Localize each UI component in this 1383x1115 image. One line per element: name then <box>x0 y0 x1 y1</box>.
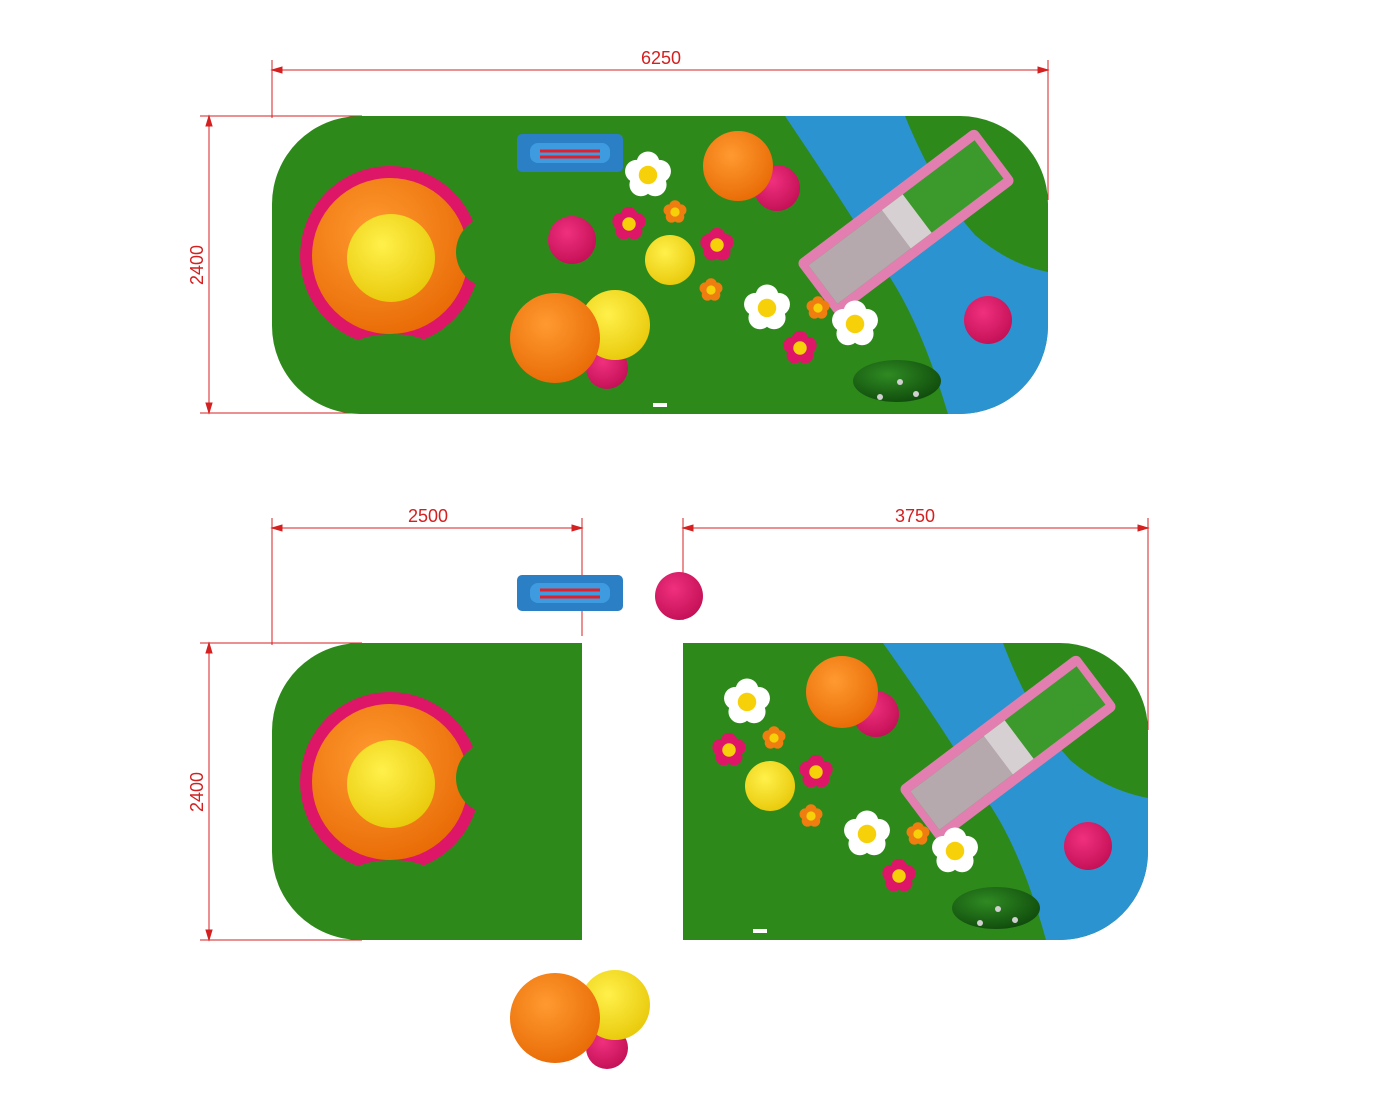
top-width-dimension <box>270 60 1050 200</box>
magenta-flower <box>799 754 833 788</box>
white-flower <box>625 151 671 197</box>
white-flower <box>832 300 878 346</box>
magenta-ball <box>548 216 596 264</box>
right-width-dimension <box>681 518 1150 730</box>
magenta-ball <box>655 572 703 620</box>
top-height-label: 2400 <box>187 245 207 285</box>
white-flower <box>724 678 770 724</box>
yellow-ball <box>645 235 695 285</box>
orange-flower <box>663 200 687 223</box>
orange-flower <box>806 296 830 319</box>
magenta-ball <box>1064 822 1112 870</box>
flowers <box>712 678 978 892</box>
split-height-label: 2400 <box>187 772 207 812</box>
balance-board <box>517 575 623 611</box>
yellow-ball <box>745 761 795 811</box>
spring-rider <box>853 360 941 402</box>
split-height-dimension <box>200 641 362 942</box>
marker-plate <box>653 403 667 407</box>
white-flower <box>744 284 790 330</box>
split-view: 2500 3750 2400 <box>187 506 1150 1069</box>
orange-flower <box>699 278 723 301</box>
spring-rider <box>952 887 1040 929</box>
top-height-dimension <box>200 114 362 415</box>
slide <box>798 129 1014 315</box>
left-width-label: 2500 <box>408 506 448 526</box>
climbing-dome <box>300 166 528 370</box>
magenta-flower <box>712 732 746 766</box>
ball-pair <box>703 131 800 211</box>
ball-cluster <box>510 290 650 389</box>
magenta-flower <box>700 227 734 261</box>
white-flower <box>844 810 890 856</box>
slide <box>900 655 1116 841</box>
magenta-flower <box>882 858 916 892</box>
ball-pair <box>806 656 899 737</box>
top-width-label: 6250 <box>641 48 681 68</box>
white-flower <box>932 827 978 873</box>
magenta-flower <box>783 330 817 364</box>
orange-flower <box>906 822 930 845</box>
marker-plate <box>753 929 767 933</box>
top-view: 6250 2400 <box>187 48 1050 415</box>
balance-board <box>517 134 623 172</box>
orange-flower <box>762 726 786 749</box>
ball-cluster <box>510 970 650 1069</box>
magenta-flower <box>612 206 646 240</box>
right-width-label: 3750 <box>895 506 935 526</box>
orange-flower <box>799 804 823 827</box>
magenta-ball <box>964 296 1012 344</box>
climbing-dome <box>300 692 528 896</box>
flowers <box>612 151 878 364</box>
